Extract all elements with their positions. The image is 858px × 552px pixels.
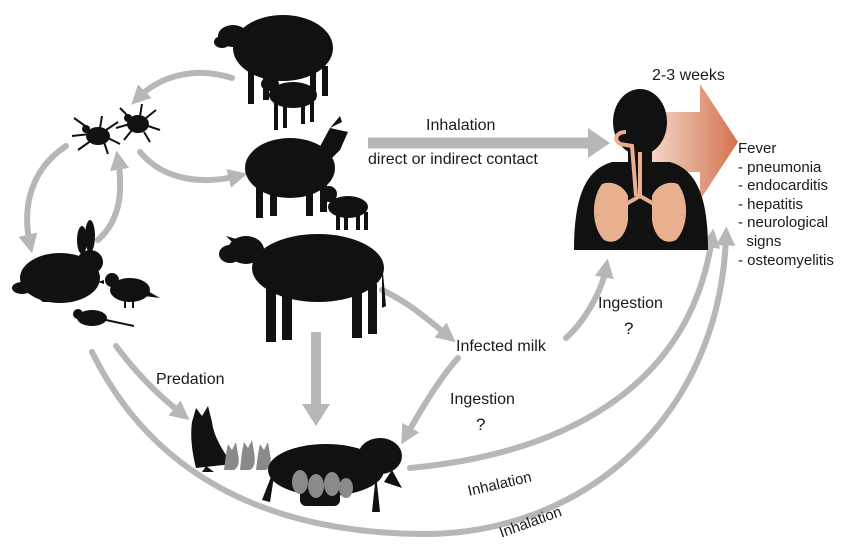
label-ingestion-right: Ingestion [598, 296, 663, 312]
symptom-item: - endocarditis [738, 177, 834, 196]
arrow-rabbit-to-ticks [98, 160, 120, 240]
label-inhalation-top: Inhalation [426, 118, 495, 134]
symptom-item: signs [738, 233, 834, 252]
label-ingestion-mid: Ingestion [450, 392, 515, 408]
symptom-item: - osteomyelitis [738, 252, 834, 271]
symptom-list: Fever - pneumonia - endocarditis - hepat… [738, 140, 834, 270]
arrow-ticks-to-rabbit [27, 146, 66, 244]
kid-goat-icon [321, 186, 368, 230]
arrow-contact-head [588, 128, 610, 158]
kitten-icon [224, 440, 271, 470]
arrow-cow-to-milk [382, 290, 448, 336]
tick-icon [116, 104, 160, 142]
symptom-item: - hepatitis [738, 196, 834, 215]
arrow-ticks-to-goat [140, 152, 238, 180]
arrow-sheep-to-ticks [138, 73, 232, 98]
label-weeks: 2-3 weeks [652, 68, 725, 84]
arrow-cow-to-dog-head [302, 404, 330, 426]
cow-icon [219, 234, 386, 342]
mouse-icon [73, 309, 134, 326]
label-qmark-mid: ? [476, 416, 485, 433]
symptom-item: - pneumonia [738, 159, 834, 178]
label-qmark-right: ? [624, 320, 633, 337]
tick-icon [72, 116, 120, 154]
symptom-item: - neurological [738, 214, 834, 233]
label-infected-milk: Infected milk [456, 339, 546, 355]
symptom-title: Fever [738, 140, 834, 159]
label-predation: Predation [156, 372, 225, 388]
bird-icon [98, 273, 160, 308]
label-contact: direct or indirect contact [368, 152, 538, 168]
lamb-icon [261, 77, 317, 130]
